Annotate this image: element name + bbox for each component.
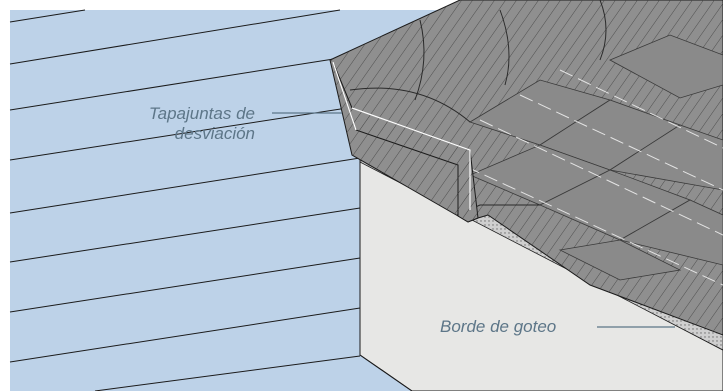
kickout-flashing-label: Tapajuntas de desviación [149,104,255,144]
siding-lines [9,9,361,391]
kickout-flashing-label-line1: Tapajuntas de [148,104,255,123]
drip-edge-label: Borde de goteo [440,317,557,336]
kickout-flashing [332,61,479,223]
roof-shingles [329,0,723,336]
kickout-flashing-label-line2: desviación [174,124,255,143]
